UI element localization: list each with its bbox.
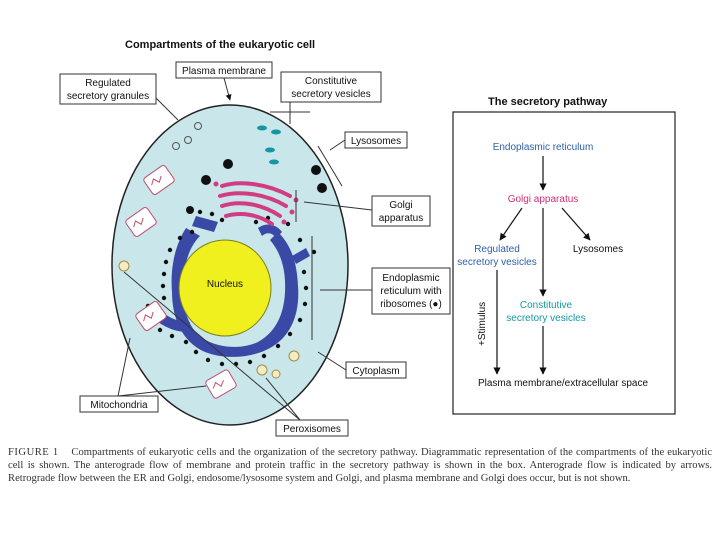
plasma-membrane-label: Plasma membrane [182,66,266,77]
er-label-2: reticulum with [380,286,441,297]
caption-text: Compartments of eukaryotic cells and the… [8,447,713,485]
golgi-label-1: Golgi [389,200,412,211]
mitochondria [125,165,237,399]
pathway-arrows [493,156,591,375]
peroxisomes [118,260,300,379]
pathway-constitutive-2: secretory vesicles [506,313,585,324]
pathway-title: The secretory pathway [488,96,608,108]
constitutive-vesicles [257,125,281,165]
caption-figure-number: FIGURE 1 [8,447,59,458]
nucleus-label: Nucleus [207,279,243,290]
er-label-1: Endoplasmic [382,273,439,284]
constitutive-vesicles-label-1: Constitutive [305,76,358,87]
pathway-box [452,111,676,415]
pathway-constitutive-1: Constitutive [520,300,573,311]
pathway-regulated-2: secretory vesicles [457,257,536,268]
pathway-stimulus: +Stimulus [477,302,488,346]
pathway-regulated-1: Regulated [474,244,520,255]
regulated-granules-label-2: secretory granules [67,91,149,102]
pathway-golgi: Golgi apparatus [508,194,579,205]
golgi-label-2: apparatus [379,213,423,224]
pathway-plasma-membrane: Plasma membrane/extracellular space [478,378,649,389]
mitochondria-label: Mitochondria [90,400,148,411]
peroxisomes-label: Peroxisomes [283,424,341,435]
golgi-apparatus [218,181,292,226]
label-boxes [59,61,451,437]
er-label-3: ribosomes (●) [380,299,442,310]
lysosomes-label: Lysosomes [351,136,401,147]
lysosome-granules [186,159,327,214]
leader-lines [117,77,373,421]
constitutive-vesicles-label-2: secretory vesicles [291,89,370,100]
cytoplasm-label: Cytoplasm [352,366,399,377]
pathway-lysosomes: Lysosomes [573,244,623,255]
regulated-granules-label-1: Regulated [85,78,131,89]
pathway-er: Endoplasmic reticulum [493,142,594,153]
cell-diagram-title: Compartments of the eukaryotic cell [125,39,315,51]
figure-caption: FIGURE 1 Compartments of eukaryotic cell… [8,446,712,486]
regulated-granules [172,122,202,150]
nucleus [178,239,272,337]
